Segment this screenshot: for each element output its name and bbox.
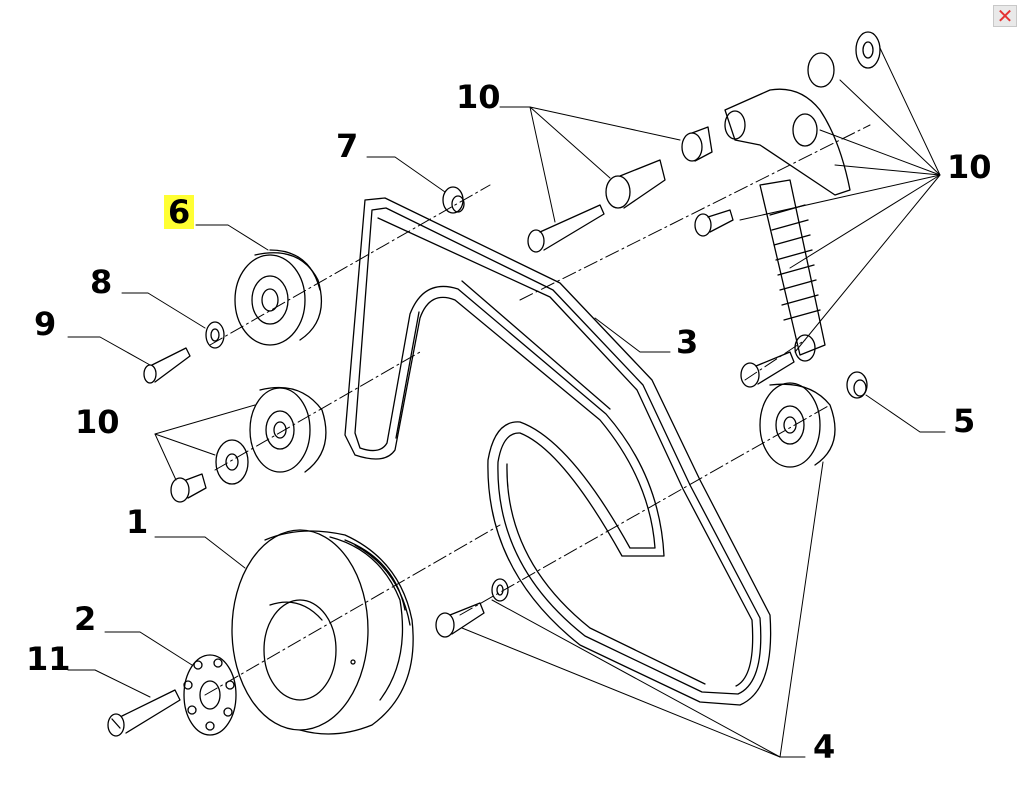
- callout-10-left[interactable]: 10: [75, 403, 120, 441]
- callout-1[interactable]: 1: [126, 503, 149, 541]
- bolt-9: [144, 348, 190, 383]
- callout-10-right[interactable]: 10: [947, 148, 992, 186]
- callout-6[interactable]: 6: [164, 195, 195, 229]
- leader-lines: [68, 48, 945, 757]
- washer-8: [206, 322, 224, 348]
- callout-5[interactable]: 5: [953, 402, 976, 440]
- tensioner-spacer: [606, 160, 665, 208]
- idler-pulley-6: [235, 250, 321, 345]
- callout-11[interactable]: 11: [26, 640, 71, 678]
- callout-8[interactable]: 8: [90, 263, 113, 301]
- callout-10-top[interactable]: 10: [456, 78, 501, 116]
- washer-10-left: [216, 440, 248, 484]
- callout-4[interactable]: 4: [813, 728, 836, 766]
- tensioner-long-bolt: [528, 205, 604, 252]
- close-icon: ✕: [996, 4, 1014, 28]
- tensioner-bushing: [682, 127, 712, 161]
- callout-9[interactable]: 9: [34, 305, 57, 343]
- crank-washer-plate: [184, 655, 236, 735]
- tensioner-assembly: [725, 89, 850, 361]
- tensioner-top-bushing: [808, 32, 880, 87]
- close-button[interactable]: ✕: [993, 5, 1017, 27]
- cap-7: [443, 187, 464, 213]
- tensioner-pulley: [760, 383, 835, 467]
- idler-pulley-10: [250, 388, 326, 473]
- callout-7[interactable]: 7: [336, 127, 359, 165]
- callout-2[interactable]: 2: [74, 600, 97, 638]
- tensioner-lower-bolt: [741, 352, 794, 387]
- callout-3[interactable]: 3: [676, 323, 699, 361]
- serpentine-belt: [345, 198, 771, 705]
- crankshaft-pulley: [232, 530, 413, 734]
- crank-bolt: [108, 690, 180, 736]
- bolt-4: [436, 579, 508, 637]
- cap-5: [847, 372, 867, 398]
- tensioner-small-bolt: [695, 210, 733, 236]
- axis-lines: [205, 125, 870, 695]
- bolt-10-left: [171, 474, 206, 502]
